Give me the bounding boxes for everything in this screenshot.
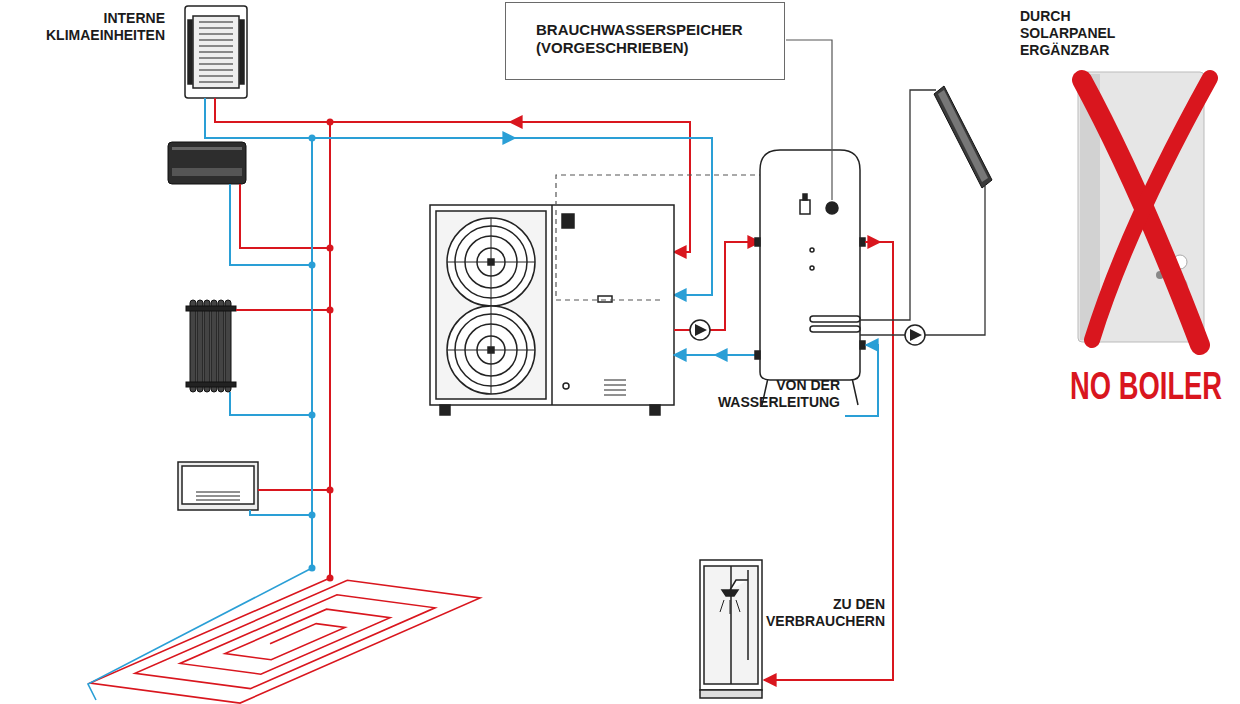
cassette-unit: [185, 6, 247, 98]
return-pipes: [205, 98, 712, 568]
hot-water-tank: [755, 150, 865, 405]
junction-dots: [309, 119, 334, 582]
solar-circuit: [860, 90, 985, 335]
radiator: [186, 300, 236, 392]
leader-line: [786, 40, 832, 200]
box-text: BRAUCHWASSERSPEICHER (VORGESCHRIEBEN): [536, 21, 761, 57]
floor-heating: [88, 568, 480, 703]
shower-cabin: [700, 560, 762, 698]
crossed-boiler: [1078, 72, 1210, 345]
supply-pipes: [215, 98, 690, 578]
heat-pump-unit: [430, 205, 674, 415]
solar-label: DURCH SOLARPANEL ERGÄNZBAR: [1020, 8, 1150, 59]
tank-charge-pipes: [674, 242, 760, 355]
no-boiler-label: NO BOILER: [1070, 364, 1222, 408]
fan-coil-unit: [178, 462, 258, 510]
inlet-label: VON DER WASSERLEITUNG: [700, 377, 840, 411]
outlet-label: ZU DEN VERBRAUCHERN: [740, 596, 885, 630]
solar-pump: [905, 325, 925, 345]
storage-note-box: BRAUCHWASSERSPEICHER (VORGESCHRIEBEN): [505, 2, 785, 80]
units-label: INTERNE KLIMAEINHEITEN: [30, 10, 165, 44]
solar-panel: [934, 86, 992, 188]
wall-split-unit: [168, 142, 246, 184]
circulation-pump: [690, 320, 710, 340]
